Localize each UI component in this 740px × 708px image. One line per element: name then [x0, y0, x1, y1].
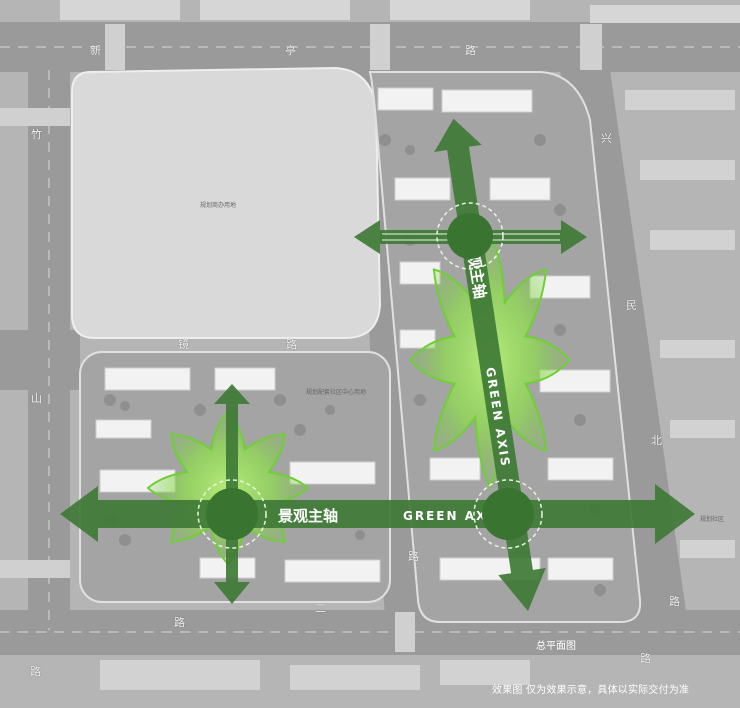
commercial-plot-label: 规划商办用地: [200, 202, 237, 209]
road-label-lu-left: 路: [30, 665, 41, 678]
horizontal-axis-arrow: [60, 484, 695, 544]
horizontal-green-axis: 景观主轴 GREEN AXIS: [60, 484, 695, 544]
road-label-lu-bottom: 路: [174, 616, 185, 629]
east-community-label: 规划社区: [700, 516, 725, 523]
disclaimer-text: 效果图 仅为效果示意，具体以实际交付为准: [492, 685, 690, 696]
node-ring-south: [473, 479, 543, 549]
node-south: [482, 488, 534, 540]
road-label-xing: 兴: [601, 132, 612, 145]
community-center-label: 规划配套社区中心用地: [306, 389, 367, 396]
axis-nodes: [197, 202, 543, 549]
road-label-zhu: 竹: [31, 128, 42, 141]
commercial-plot: [71, 66, 382, 339]
road-label-min: 民: [626, 299, 637, 312]
horizontal-axis-cn-label: 景观主轴: [278, 507, 338, 525]
residential-buildings: [95, 87, 614, 583]
road-label-lu-se: 路: [640, 652, 651, 665]
road-label-lu-right: 路: [669, 595, 680, 608]
bottom-strip-buildings: [100, 660, 530, 690]
road-label-jing: 镜: [178, 338, 189, 351]
node-west: [206, 488, 258, 540]
top-strip-buildings: [60, 0, 740, 23]
road-label-ting: 亭: [285, 44, 296, 57]
node-ring-west: [197, 479, 267, 549]
far-east-buildings: [625, 90, 735, 558]
road-label-shan: 山: [31, 392, 42, 405]
road-label-lu-mid: 路: [286, 338, 297, 351]
horizontal-axis-en-label: GREEN AXIS: [403, 509, 504, 523]
road-label-er: 二: [315, 602, 326, 615]
road-label-lu-vert: 路: [408, 550, 419, 563]
node-north: [447, 213, 493, 259]
road-label-bei: 北: [651, 434, 662, 447]
node-ring-north: [436, 202, 504, 270]
road-label-lu-top: 路: [465, 44, 476, 57]
plan-title: 总平面图: [536, 641, 576, 652]
road-label-xin: 新: [90, 44, 101, 57]
